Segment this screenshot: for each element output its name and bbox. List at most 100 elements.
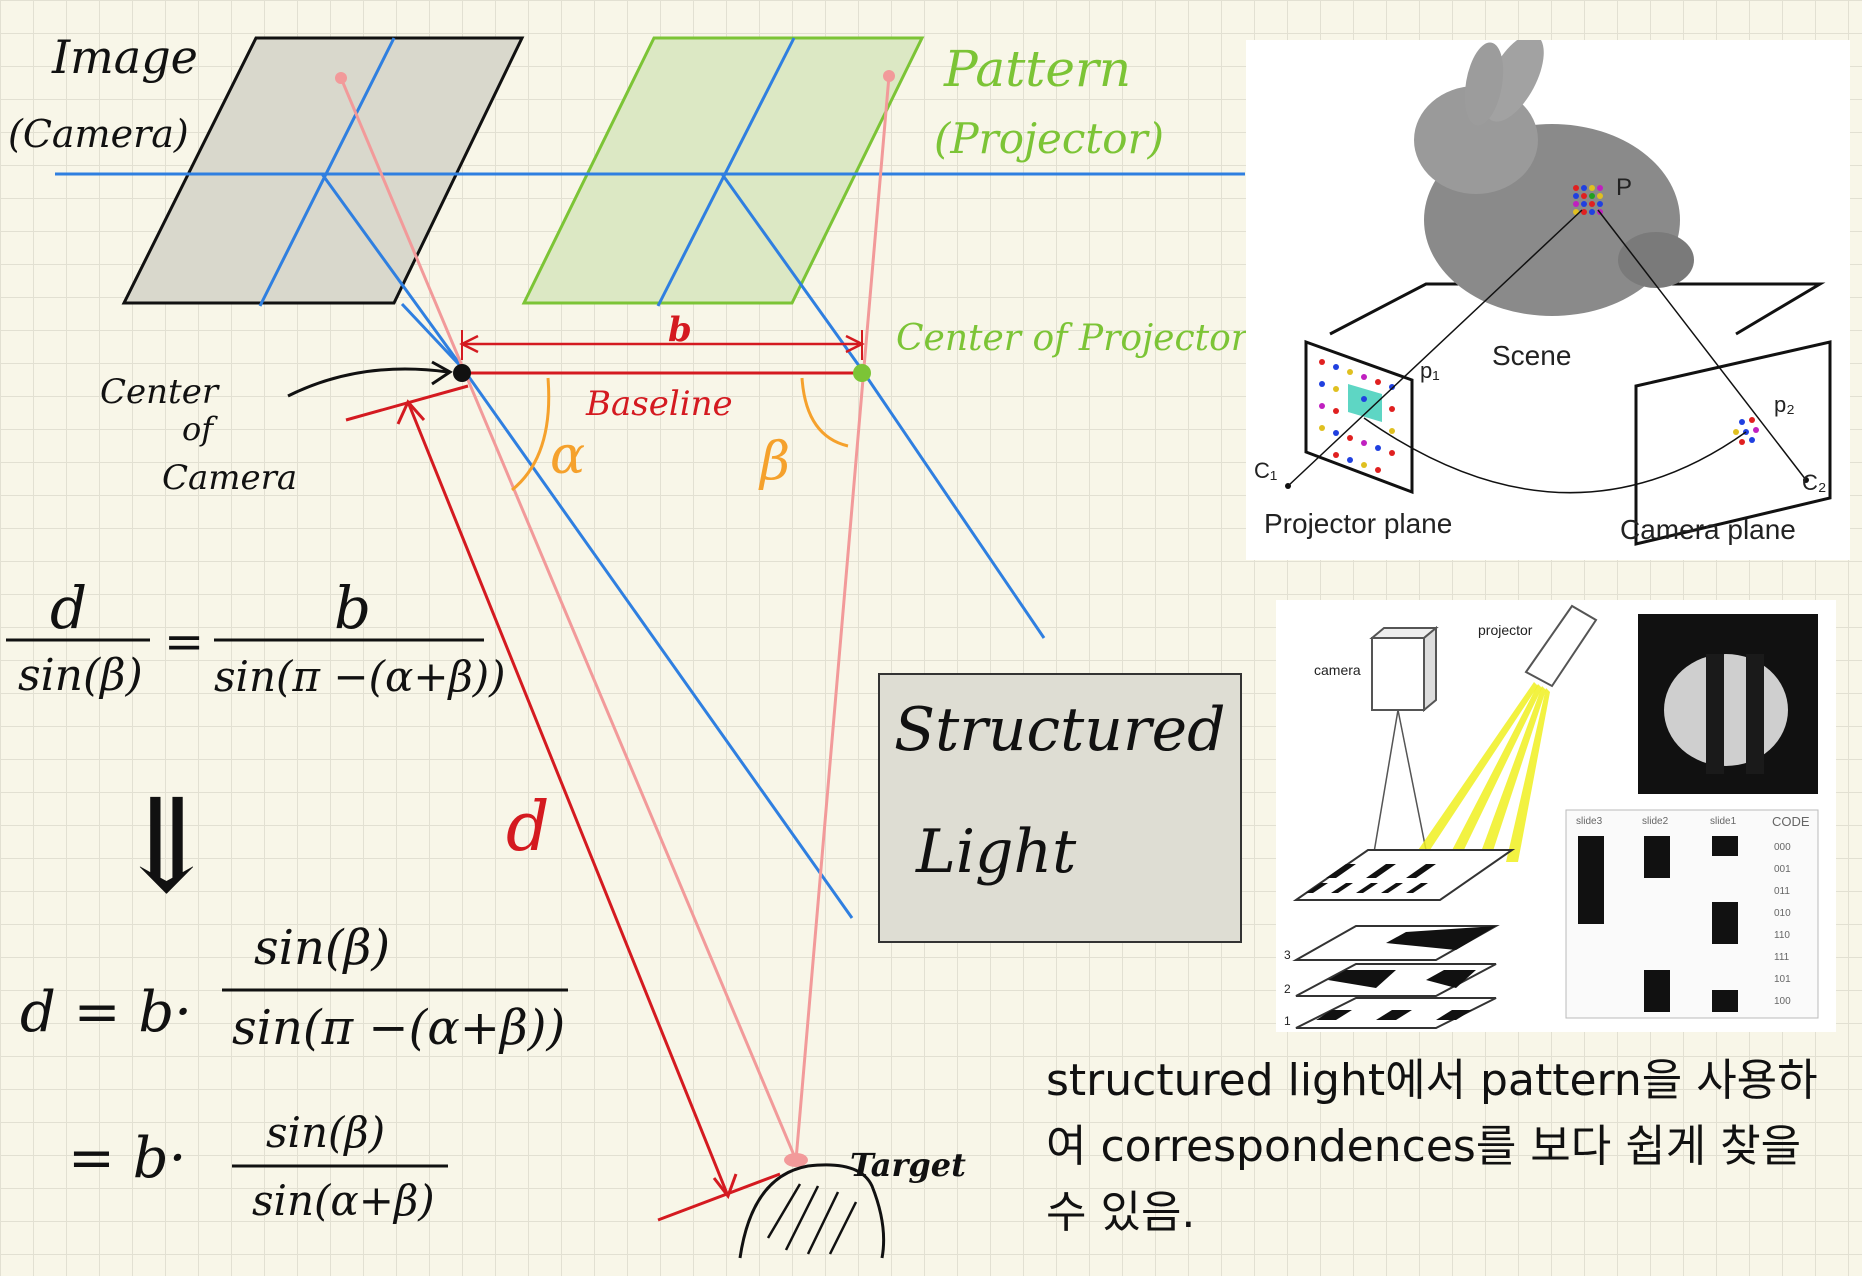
- center-of-camera-label-1: Center: [100, 372, 219, 412]
- camera-grid-line: [320, 173, 466, 371]
- target-hatch: [766, 1183, 802, 1239]
- camera-box-side: [1423, 625, 1437, 713]
- code-row: 111: [1774, 952, 1790, 963]
- camera-plane-label: Camera plane: [1620, 514, 1796, 545]
- camera-image-plane: [121, 36, 525, 305]
- camera-ray-blue-top: [400, 302, 468, 374]
- pattern-point: [883, 70, 895, 82]
- code-row: 110: [1774, 930, 1790, 941]
- setup-drawing: [1292, 604, 1819, 1029]
- ray-c2-to-p: [1597, 209, 1807, 481]
- camera-grid-line: [258, 37, 396, 307]
- code-plane-3-fill: [1386, 926, 1496, 950]
- projector-plane-label: Projector plane: [1264, 508, 1453, 539]
- code-header: CODE: [1772, 814, 1810, 829]
- striped-floor: [1292, 849, 1516, 901]
- eq2-numerator: sin(β): [254, 920, 391, 976]
- projector-grid-line: [720, 173, 864, 371]
- d-arrow-top: [396, 399, 426, 425]
- camera-text: camera: [1314, 662, 1361, 678]
- slide1-black-a: [1712, 836, 1738, 856]
- code-row: 100: [1774, 996, 1791, 1007]
- code-table: [1565, 809, 1819, 1019]
- code-row: 011: [1774, 886, 1790, 897]
- beta-arc: [800, 377, 849, 448]
- code-row: 101: [1774, 974, 1791, 985]
- eq3-lhs: = b·: [68, 1126, 187, 1191]
- baseline-label: Baseline: [586, 384, 733, 424]
- scene-label: Scene: [1492, 340, 1572, 371]
- target-label: Target: [850, 1146, 966, 1184]
- camera-label: (Camera): [8, 112, 189, 156]
- code-plane-1-fill-c: [1436, 1010, 1472, 1020]
- slide3-header: slide3: [1576, 816, 1603, 827]
- level-3: 3: [1284, 948, 1291, 962]
- eq1-numerator-b: b: [334, 574, 372, 642]
- structured-light-title-box: Structured Light: [878, 673, 1242, 943]
- eq2-lhs: d = b·: [20, 980, 193, 1045]
- slide2-black-a: [1644, 836, 1670, 878]
- title-line-1: Structured: [894, 695, 1226, 765]
- eq1-denominator: sin(π −(α+β)): [214, 652, 506, 701]
- d-dimension-line: [406, 401, 730, 1197]
- projector-plane-rect: [1304, 339, 1414, 495]
- beta-label: β: [760, 432, 791, 492]
- code-plane-2-fill-b: [1426, 970, 1476, 988]
- target-point: [784, 1153, 808, 1167]
- c1-label: C₁: [1254, 458, 1278, 483]
- center-of-projector-label: Center of Projector: [896, 318, 1248, 359]
- code-plane-1-fill-b: [1376, 1010, 1412, 1020]
- projector-text: projector: [1478, 622, 1533, 638]
- c2-point: [1803, 477, 1809, 483]
- slide2-header: slide2: [1642, 816, 1669, 827]
- center-of-camera-label-2: of: [182, 410, 214, 448]
- point-p-label: P: [1616, 174, 1633, 201]
- level-1: 1: [1284, 1014, 1291, 1028]
- eq1-equals: =: [164, 614, 205, 670]
- c2-label: C₂: [1802, 470, 1827, 495]
- title-line-2: Light: [916, 817, 1077, 887]
- slide1-black-b: [1712, 902, 1738, 944]
- bunny-ear: [1464, 42, 1504, 126]
- epipolar-curve: [1363, 417, 1747, 494]
- bunny-dot-pattern: [1573, 185, 1603, 215]
- projector-highlight: [1348, 384, 1382, 422]
- camera-center-dot: [453, 364, 471, 382]
- camera-center-pointer: [287, 367, 449, 398]
- implies-arrow: ⇓: [112, 770, 221, 922]
- slide1-header: slide1: [1710, 816, 1737, 827]
- camera-ray-blue: [462, 369, 854, 919]
- camera-box: [1371, 637, 1425, 711]
- projector-center-dot: [853, 364, 871, 382]
- c1-point: [1285, 483, 1291, 489]
- projector-dot-grid: [1319, 359, 1395, 473]
- slide1-black-c: [1712, 990, 1738, 1012]
- scene-figure-drawing: [1285, 40, 1832, 546]
- bunny-tail: [1618, 232, 1694, 288]
- center-of-camera-label-3: Camera: [162, 458, 298, 498]
- p1-label: p₁: [1420, 358, 1440, 383]
- target-surface: [738, 1163, 886, 1259]
- scene-figure: P Scene p₁ p₂ C₁ C₂ Projector plane Came…: [1246, 40, 1850, 560]
- pattern-label: Pattern: [944, 40, 1132, 98]
- bunny-ear: [1484, 40, 1544, 122]
- korean-note: structured light에서 pattern을 사용하여 corresp…: [1046, 1055, 1818, 1238]
- b-label: b: [668, 310, 692, 350]
- eq3-denominator: sin(α+β): [252, 1176, 435, 1225]
- target-hatch: [806, 1191, 840, 1255]
- p2-label: p₂: [1774, 392, 1795, 417]
- projector-ray-blue: [860, 369, 1046, 639]
- eq1-denominator-sin-beta: sin(β): [18, 650, 143, 701]
- eq1-numerator-d: d: [50, 574, 88, 642]
- camera-plane-rect: [1634, 340, 1832, 546]
- structured-light-setup-figure: camera projector slide3 slide2 slide1 CO…: [1276, 600, 1836, 1032]
- d-label: d: [506, 788, 550, 867]
- d-arrow-bottom: [712, 1173, 738, 1200]
- code-plane-2: [1295, 963, 1497, 997]
- camera-ray-pink: [339, 77, 798, 1161]
- bunny-photo-stripe: [1706, 654, 1724, 774]
- ray-c1-to-p: [1287, 209, 1583, 487]
- level-2: 2: [1284, 982, 1291, 996]
- bunny-photo-stripe: [1746, 654, 1764, 774]
- projector-pattern-plane: [521, 36, 925, 305]
